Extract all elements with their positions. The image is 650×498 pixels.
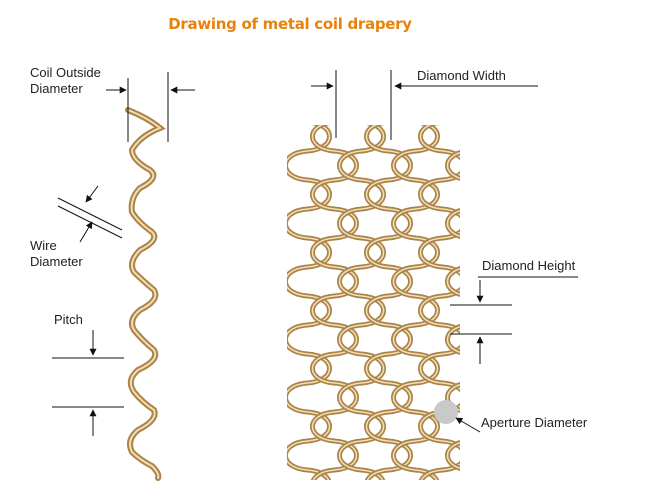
aperture-arrow — [455, 417, 481, 433]
annotations — [52, 70, 578, 436]
pitch-label: Pitch — [54, 312, 83, 327]
wire-diameter-arrow-top — [85, 185, 99, 203]
mesh-wire-6-highlight — [419, 125, 460, 480]
wire-diameter-label-line1: Wire — [30, 238, 57, 253]
mesh-wire-8 — [474, 122, 518, 498]
coil-spiral — [125, 107, 166, 481]
diagram-title: Drawing of metal coil drapery — [168, 15, 412, 33]
mesh-wire-3-highlight — [338, 125, 385, 480]
diamond-width-label: Diamond Width — [417, 68, 506, 83]
coil-outside-diameter-label-line1: Coil Outside — [30, 65, 101, 80]
mesh-wire-4-highlight — [365, 125, 412, 480]
coil-outside-diameter-label: Coil Outside Diameter — [30, 65, 101, 97]
aperture-circle — [434, 400, 458, 424]
aperture-diameter-label: Aperture Diameter — [481, 415, 588, 430]
diamond-height-label: Diamond Height — [482, 258, 576, 273]
coil-outside-diameter-label-line2: Diameter — [30, 81, 83, 96]
coil-mesh — [287, 122, 518, 498]
mesh-wire-1-highlight — [287, 125, 331, 480]
mesh-wire-2-highlight — [311, 125, 358, 480]
mesh-wire-5-highlight — [392, 125, 439, 480]
wire-diameter-line-2 — [57, 205, 123, 239]
wire-diameter-label: Wire Diameter — [30, 238, 83, 270]
wire-diameter-line-1 — [57, 197, 123, 231]
coil-spiral-highlight — [127, 109, 162, 479]
wire-diameter-arrow-bottom — [79, 221, 93, 243]
mesh-wire-8-highlight — [474, 122, 518, 498]
wire-diameter-label-line2: Diameter — [30, 254, 83, 269]
